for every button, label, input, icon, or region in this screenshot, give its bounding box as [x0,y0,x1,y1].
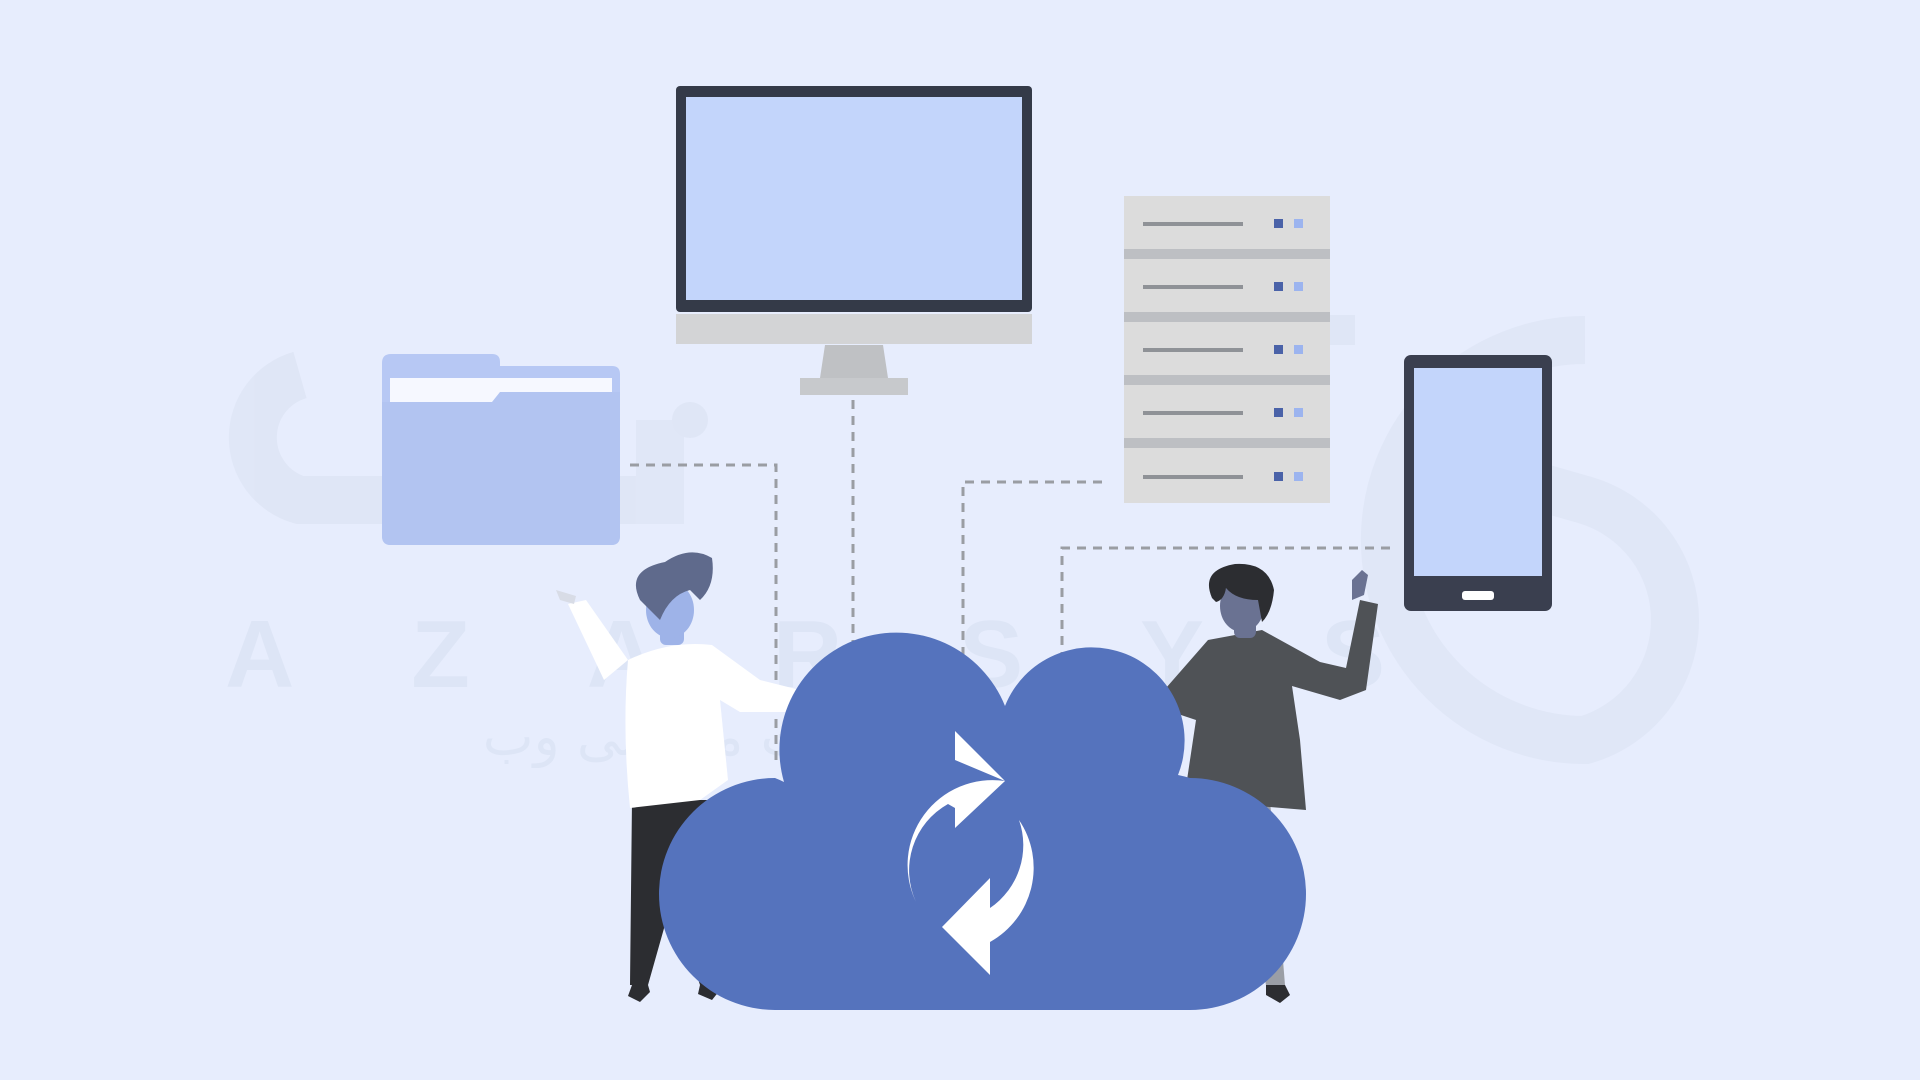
cloud-icon [659,632,1306,1010]
server-unit [1124,259,1330,312]
folder-icon [382,354,620,545]
person-right-shirt [1110,600,1378,810]
folder-connector-line [630,463,778,760]
person-left-arm [568,600,628,680]
person-left-shirt [625,644,806,808]
watermark-dot [672,402,708,438]
server-unit [1124,322,1330,375]
tablet-connector-line [1060,546,1390,680]
tablet-icon [1404,355,1552,611]
person-right-hair [1208,563,1274,622]
server-unit [1124,385,1330,438]
watermark-glyph-1 [228,351,420,524]
server-unit [1124,448,1330,503]
person-left-hair [635,552,713,620]
connector-lines [630,400,1390,760]
person-right-shoe [1266,985,1290,1003]
person-right-hand [1352,570,1368,600]
server-unit [1124,196,1330,249]
sync-arrows-icon [907,731,1034,975]
person-left-hand [556,590,576,604]
server-rack-icon [1124,196,1330,503]
monitor-icon [676,86,1032,395]
person-left-shoe [628,985,650,1002]
